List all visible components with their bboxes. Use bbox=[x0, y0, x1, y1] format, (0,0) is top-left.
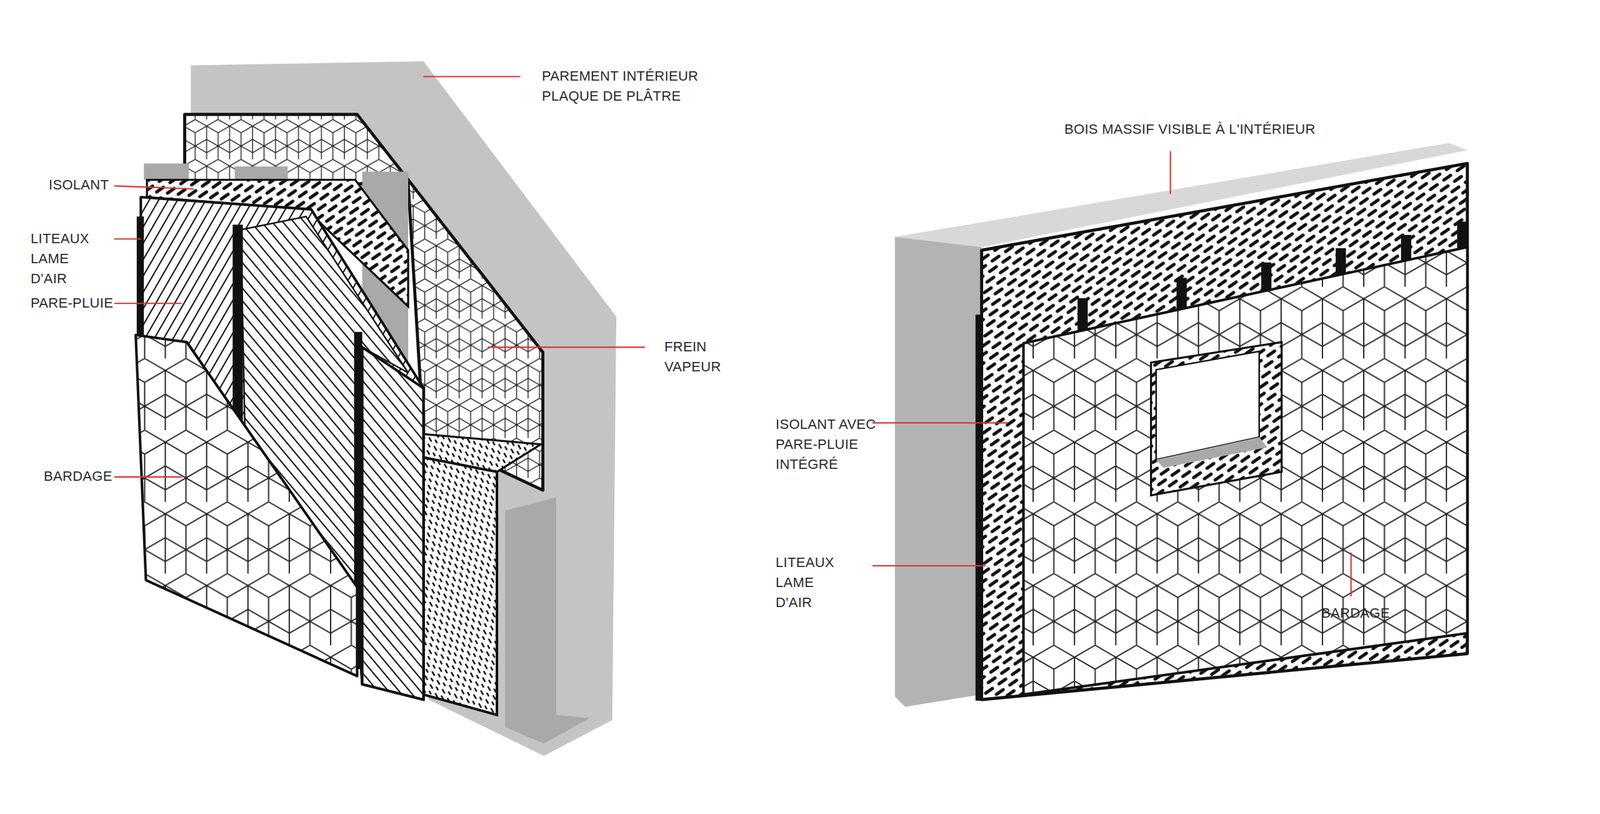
insulation-with-rain-screen bbox=[978, 163, 1468, 700]
leader-line bbox=[114, 76, 1352, 597]
batten bbox=[136, 216, 144, 337]
cladding bbox=[1023, 246, 1468, 695]
part-label: LITEAUX LAME D'AIR bbox=[775, 552, 854, 613]
insulation bbox=[423, 457, 498, 715]
part-label: LITEAUX LAME D'AIR bbox=[30, 228, 109, 289]
rain-screen bbox=[362, 346, 424, 700]
part-label: PARE-PLUIE bbox=[30, 293, 114, 314]
cladding bbox=[1023, 246, 1468, 695]
leader-line bbox=[487, 346, 645, 348]
window-opening bbox=[1156, 436, 1268, 468]
plasterboard bbox=[505, 497, 590, 744]
leader-line bbox=[114, 302, 182, 304]
leader-line bbox=[1350, 552, 1352, 597]
cladding bbox=[135, 335, 357, 677]
leader-line bbox=[114, 185, 194, 189]
window-opening bbox=[1151, 341, 1282, 495]
solid-wood-wall bbox=[895, 236, 982, 707]
solid-wood-wall bbox=[895, 143, 1468, 707]
part-label: PAREMENT INTÉRIEUR PLAQUE DE PLÂTRE bbox=[541, 66, 711, 107]
leader-line bbox=[872, 565, 986, 567]
insulation-with-rain-screen bbox=[981, 163, 1468, 700]
leader-line bbox=[114, 238, 141, 240]
batten bbox=[1261, 262, 1272, 294]
part-label: BOIS MASSIF VISIBLE À L'INTÉRIEUR bbox=[1064, 119, 1316, 140]
part-label: BARDAGE bbox=[43, 466, 113, 487]
part-label: BARDAGE bbox=[1321, 603, 1390, 624]
window-opening bbox=[1151, 341, 1282, 495]
leader-line bbox=[114, 476, 182, 478]
batten bbox=[1077, 298, 1088, 331]
part-label: ISOLANT AVEC PARE-PLUIE INTÉGRÉ bbox=[775, 414, 892, 475]
batten bbox=[232, 224, 243, 424]
batten bbox=[1456, 221, 1467, 250]
leader-line bbox=[1170, 151, 1172, 195]
stud bbox=[143, 163, 189, 180]
cladding bbox=[135, 335, 357, 677]
insulation-with-rain-screen bbox=[975, 314, 982, 701]
leader-line bbox=[872, 421, 1009, 424]
part-label: FREIN VAPEUR bbox=[664, 336, 737, 377]
leader-line bbox=[423, 75, 521, 77]
part-label: ISOLANT bbox=[48, 175, 109, 195]
batten bbox=[1176, 277, 1187, 310]
